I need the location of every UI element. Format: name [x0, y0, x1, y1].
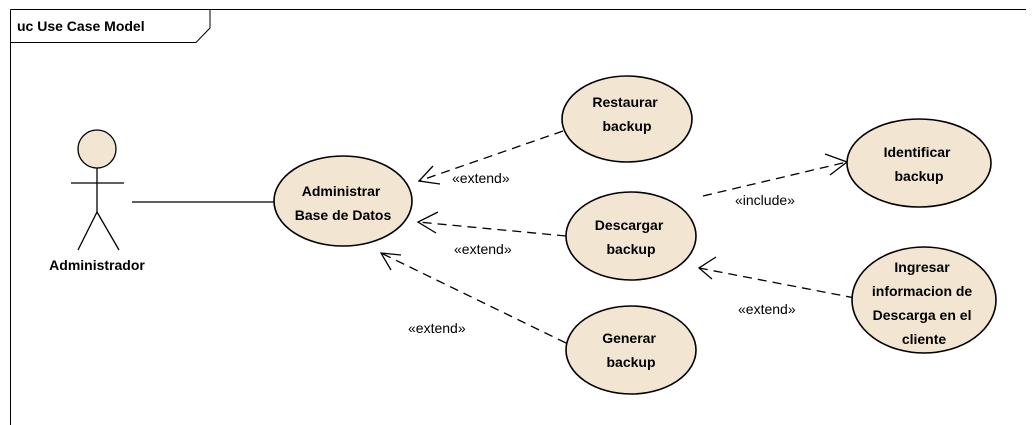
svg-text:Restaurar backup: Restaurar backup	[592, 94, 661, 134]
actor-right-leg	[96, 211, 120, 251]
frame-title: uc Use Case Model	[17, 18, 145, 34]
use-case-label: Administrar	[302, 183, 381, 199]
use-case-label: Base de Datos	[295, 207, 392, 223]
svg-text:Generar backup: Generar backup	[602, 330, 660, 370]
use-case-label: backup	[606, 354, 655, 370]
use-case-label: cliente	[902, 331, 947, 347]
use-case-label: Generar	[602, 330, 656, 346]
svg-text:Identificar backup: Identificar backup	[884, 144, 955, 184]
stereotype-label-include: «include»	[735, 192, 795, 208]
use-case-ingresar[interactable]: Ingresar informacion de Descarga en el c…	[851, 246, 997, 354]
use-case-restaurar[interactable]: Restaurar backup	[561, 75, 693, 163]
relation-restaurar-extend	[417, 130, 564, 185]
stereotype-label-ingresar: «extend»	[738, 301, 796, 317]
use-case-identificar[interactable]: Identificar backup	[846, 118, 992, 208]
relation-descargar-extend	[416, 211, 567, 237]
use-case-label: Descargar	[595, 217, 664, 233]
use-case-label: Ingresar	[894, 259, 950, 275]
use-case-label: backup	[602, 118, 651, 134]
stereotype-label-descargar: «extend»	[454, 241, 512, 257]
use-case-label: Identificar	[884, 144, 951, 160]
use-case-label: informacion de	[872, 283, 973, 299]
use-case-label: backup	[894, 168, 943, 184]
use-case-descargar[interactable]: Descargar backup	[565, 191, 697, 281]
actor-administrador[interactable]: Administrador	[49, 129, 145, 273]
actor-left-leg	[77, 211, 98, 251]
svg-text:Descargar backup: Descargar backup	[595, 217, 667, 257]
svg-text:Administrar Base de Dato: Administrar Base de Datos	[295, 183, 392, 223]
svg-text:Ingresar informacion de: Ingresar informacion de Descarga en el c…	[872, 259, 976, 347]
relation-descargar-include	[702, 153, 849, 197]
stereotype-label-generar: «extend»	[408, 320, 466, 336]
actor-head	[77, 129, 117, 169]
relation-ingresar-extend	[697, 256, 856, 299]
relation-generar-extend	[379, 252, 567, 344]
use-case-administrar[interactable]: Administrar Base de Datos	[273, 155, 413, 247]
frame-title-tab	[10, 9, 211, 43]
stereotype-label-restaurar: «extend»	[452, 170, 510, 186]
actor-name: Administrador	[49, 257, 145, 273]
diagram-frame: uc Use Case Model	[10, 9, 1026, 425]
use-case-label: Restaurar	[592, 94, 658, 110]
use-case-label: Descarga en el	[873, 307, 972, 323]
use-case-generar[interactable]: Generar backup	[565, 305, 697, 395]
use-case-label: backup	[606, 241, 655, 257]
